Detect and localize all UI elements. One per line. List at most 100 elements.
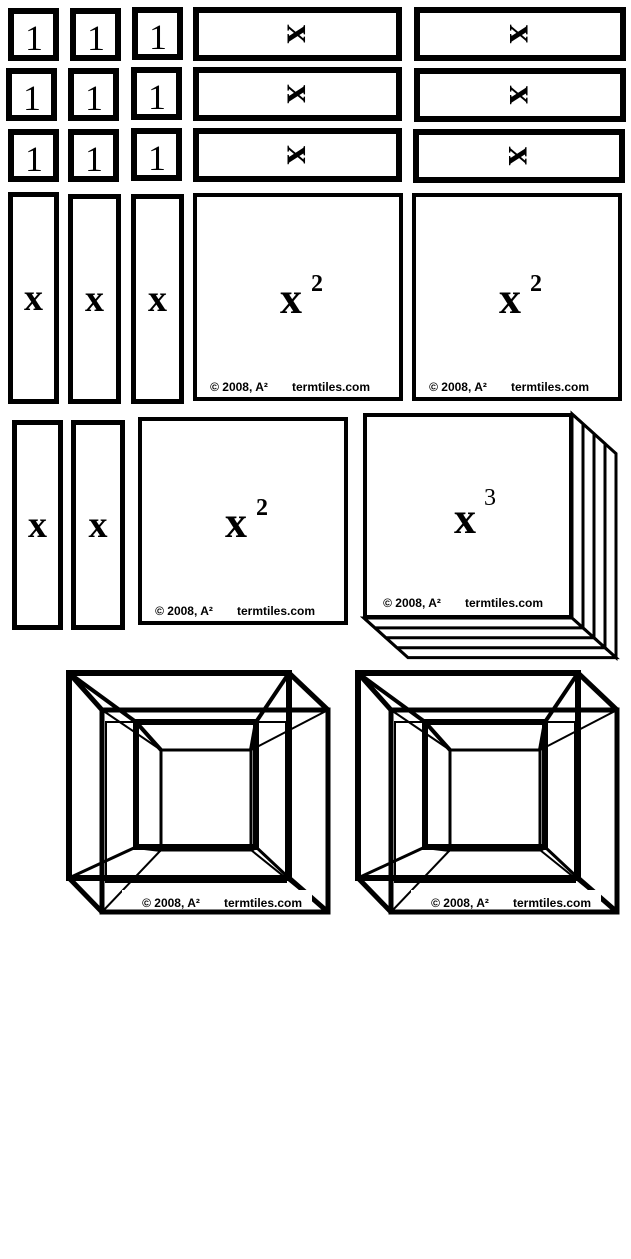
hypercube-edge: [357, 845, 426, 880]
hypercube-face: [355, 670, 581, 881]
copyright-text: © 2008, A²: [383, 596, 441, 610]
tile-border: [131, 194, 184, 404]
x-tile-horizontal[interactable]: x: [413, 129, 625, 183]
x-tile-horizontal[interactable]: x: [193, 128, 402, 182]
unit-label: 1: [149, 17, 167, 57]
hypercube-edge: [539, 709, 618, 751]
unit-label: 1: [87, 18, 105, 58]
label-backing: [122, 890, 312, 908]
unit-label: 1: [148, 77, 166, 117]
tile-border: [132, 7, 183, 60]
x-tile-vertical[interactable]: x: [131, 194, 184, 404]
copyright-text: © 2008, A²: [429, 380, 487, 394]
x-label: x: [501, 25, 543, 44]
hypercube-edge: [134, 720, 163, 752]
x-label: x: [89, 504, 108, 546]
x-tile-vertical[interactable]: x: [8, 192, 59, 404]
x-tile-vertical[interactable]: x: [68, 194, 121, 404]
unit-tile[interactable]: 1: [68, 68, 119, 121]
x-label: x: [148, 278, 167, 320]
unit-label: 1: [25, 18, 43, 58]
unit-tile[interactable]: 1: [132, 7, 183, 60]
unit-tile[interactable]: 1: [70, 8, 121, 61]
hypercube-edge: [135, 845, 162, 852]
hypercube-edge: [101, 709, 162, 751]
unit-label: 1: [25, 139, 43, 179]
x-label: x: [85, 278, 104, 320]
x-tile-vertical[interactable]: x: [71, 420, 125, 630]
x2-exponent: 2: [256, 495, 268, 521]
label-backing: [411, 890, 601, 908]
x-label: x: [28, 504, 47, 546]
hypercube-edge: [539, 849, 618, 913]
site-text: termtiles.com: [465, 596, 543, 610]
hypercube-edge: [356, 876, 393, 914]
hypercube-edge: [543, 671, 580, 724]
hypercube-edge: [424, 845, 451, 852]
hypercube-edge: [423, 720, 452, 752]
tile-border: [138, 417, 348, 625]
copyright-text: © 2008, A²: [142, 896, 200, 910]
hypercube-edge: [576, 671, 619, 712]
unit-label: 1: [148, 138, 166, 178]
x-tile-horizontal[interactable]: x: [193, 7, 402, 61]
hypercube-edge: [390, 709, 451, 751]
x-label: x: [279, 25, 321, 44]
hypercube-edge: [254, 845, 291, 880]
hypercube-edge: [356, 671, 427, 724]
tile-border: [6, 68, 57, 121]
x-tile-horizontal[interactable]: x: [414, 68, 626, 122]
tile-border: [193, 128, 402, 182]
tile-border: [71, 420, 125, 630]
x2-label: x: [499, 274, 521, 323]
tile-border: [12, 420, 63, 630]
x-tile-horizontal[interactable]: x: [193, 67, 402, 121]
tile-border: [131, 67, 182, 120]
unit-tile[interactable]: 1: [8, 129, 59, 182]
tile-border: [68, 129, 119, 182]
site-text: termtiles.com: [513, 896, 591, 910]
unit-tile[interactable]: 1: [131, 128, 182, 181]
unit-tile[interactable]: 1: [131, 67, 182, 120]
tile-border: [193, 7, 402, 61]
x2-exponent: 2: [530, 271, 542, 297]
hypercube-edge: [390, 849, 451, 913]
x-tile-horizontal[interactable]: x: [414, 7, 626, 61]
hypercube-edge: [250, 849, 329, 913]
hypercube-edge: [543, 845, 580, 880]
unit-tile[interactable]: 1: [8, 8, 59, 61]
tile-border: [8, 8, 59, 61]
copyright-text: © 2008, A²: [210, 380, 268, 394]
hypercube-face: [388, 707, 620, 915]
unit-tile[interactable]: 1: [6, 68, 57, 121]
tile-border: [193, 193, 403, 401]
hypercube-edge: [67, 671, 138, 724]
x3-exponent: 3: [484, 485, 496, 511]
hypercube-edge: [101, 849, 162, 913]
x3-label: x: [454, 494, 476, 543]
unit-label: 1: [85, 139, 103, 179]
hypercube-edge: [538, 721, 547, 751]
x-label: x: [24, 277, 43, 319]
cube-front-face: [363, 413, 573, 619]
site-text: termtiles.com: [237, 604, 315, 618]
x-label: x: [500, 147, 542, 166]
cube-side-layer: [570, 410, 585, 632]
x-label: x: [279, 85, 321, 104]
tile-border: [8, 192, 59, 404]
x-tile-vertical[interactable]: x: [12, 420, 63, 630]
unit-tile[interactable]: 1: [68, 129, 119, 182]
hypercube-face: [66, 670, 292, 881]
x2-label: x: [280, 274, 302, 323]
cube-bottom-layer: [360, 616, 587, 630]
hypercube-face: [133, 719, 259, 850]
unit-label: 1: [85, 78, 103, 118]
tile-border: [412, 193, 622, 401]
